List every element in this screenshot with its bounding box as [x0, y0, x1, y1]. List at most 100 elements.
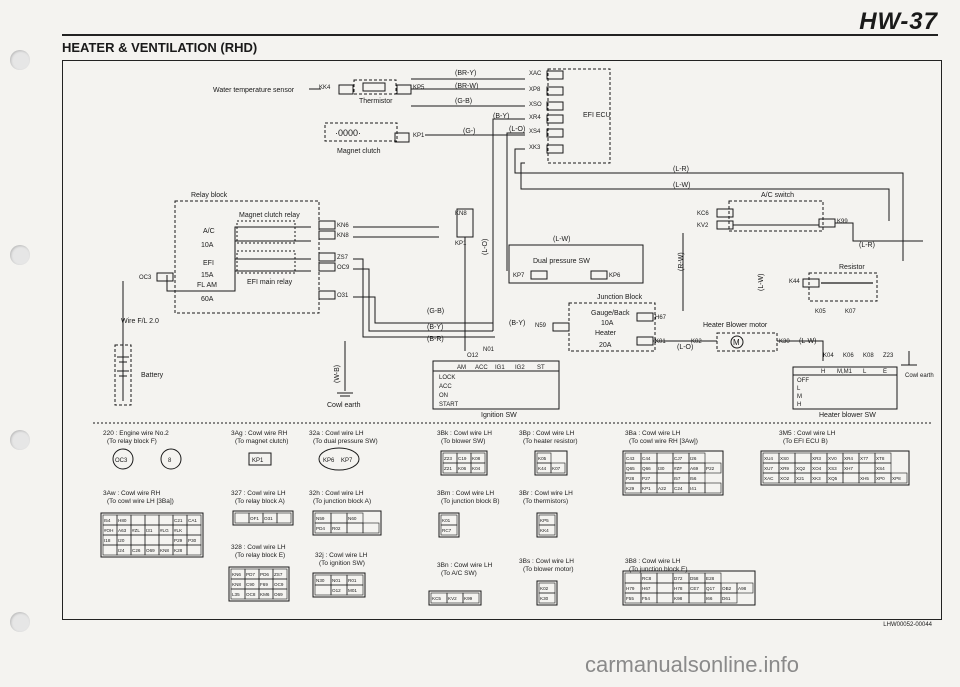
blower-row-l: L	[797, 386, 801, 392]
wire-br-w: (BR-W)	[455, 83, 478, 90]
connector-pin-label: XQ2	[796, 466, 806, 471]
connector-kp1-label: KP1	[252, 458, 264, 464]
connector-pin-label: KK4	[540, 528, 549, 533]
connector-c32h-frame	[312, 510, 382, 536]
connector-pin-label: F54	[642, 596, 650, 601]
connector-pin-label: KC5	[432, 596, 441, 601]
connector-pin-cell	[144, 514, 160, 526]
connector-pin-label: N30	[316, 578, 325, 583]
connector-pin-label: #OH	[104, 528, 113, 533]
pin-oc3: OC3	[139, 275, 152, 281]
connector-pin-label: OC9	[274, 582, 284, 587]
thermistor-box	[353, 79, 397, 95]
wire	[166, 226, 311, 292]
pin-k06: K06	[843, 353, 854, 359]
blower-col-e: E	[883, 369, 887, 375]
connector-pin-label: XAC	[764, 476, 774, 481]
connector-c3br-frame	[536, 512, 558, 538]
connector-pin-label: K28	[174, 548, 183, 553]
motor-symbol	[730, 335, 744, 349]
wire-g-b-2: (G-B)	[427, 308, 444, 315]
connector-pin-label: H79	[626, 586, 635, 591]
connector-pin-label: K06	[458, 466, 467, 471]
connector-c32j-frame	[312, 572, 366, 598]
label-ignition-sw: Ignition SW	[481, 412, 517, 419]
pin-xso: XSO	[529, 102, 542, 108]
connector-pin-label: OC8	[246, 592, 256, 597]
connector-pin-label: XV0	[828, 456, 837, 461]
ign-row-acc: ACC	[439, 384, 452, 390]
wire	[506, 132, 525, 271]
connector-pin-label: XU4	[764, 456, 773, 461]
connector-pin-label: KP1	[642, 486, 651, 491]
connector-pin-cell	[440, 524, 458, 536]
label-cowl-earth-2: Cowl earth	[905, 373, 934, 379]
connector-pin-label: R02	[332, 526, 341, 531]
connector-pin-label: #ZL	[132, 528, 140, 533]
label-junction-block: Junction Block	[597, 294, 643, 301]
connector-pin-label: XQ5	[828, 476, 838, 481]
connector-caption: 3Bm : Cowl wire LH	[437, 490, 494, 497]
wire-r-w: (R-W)	[678, 252, 685, 271]
connector-pin-label: H78	[674, 586, 683, 591]
connector-caption: 327 : Cowl wire LH	[231, 490, 286, 497]
blower-col-m: M,M1	[837, 369, 853, 375]
pin-k05: K05	[815, 309, 826, 315]
label-fl-am: FL AM	[197, 282, 217, 289]
connector-pin-label: M01	[348, 588, 357, 593]
page-code: HW-37	[859, 8, 938, 35]
connector-c3bp-frame	[534, 450, 568, 476]
connector-pin-label: A63	[118, 528, 127, 533]
connector-pin-label: K99	[464, 596, 473, 601]
ign-col-am: AM	[457, 365, 466, 371]
wire-g-b: (G-B)	[455, 98, 472, 105]
pin-kp1-b: KP1	[455, 241, 467, 247]
connector-pin-label: OF1	[250, 516, 259, 521]
connector-box	[818, 218, 836, 228]
connector-caption: 220 : Engine wire No.2	[103, 430, 169, 437]
connector-pin-label: Q17	[706, 586, 715, 591]
connector-c3bs-frame	[536, 580, 558, 606]
connector-box	[546, 70, 564, 80]
connector-pin-cell	[346, 522, 364, 534]
label-thermistor: Thermistor	[359, 98, 393, 105]
wire-br-y: (BR-Y)	[455, 70, 476, 77]
connector-pin-label: P30	[188, 538, 197, 543]
connector-pin-label: CA1	[188, 518, 197, 523]
connector-pin-cell	[656, 452, 674, 464]
connector-caption-sub: (To magnet clutch)	[235, 438, 288, 445]
ign-col-acc: ACC	[475, 365, 488, 371]
wire-l-o-3: (L-O)	[677, 344, 693, 351]
connector-pin-cell	[362, 522, 380, 534]
connector-8-label: 8	[168, 458, 172, 464]
pin-kp7: KP7	[513, 273, 525, 279]
connector-pin-label: Z21	[444, 466, 452, 471]
connector-pin-label: RC8	[642, 576, 652, 581]
pin-z23: Z23	[883, 353, 894, 359]
connector-pin-cell	[102, 544, 118, 556]
connector-pin-label: XR3	[812, 456, 821, 461]
connector-pin-label: XP8	[892, 476, 901, 481]
connector-pin-label: K30	[540, 596, 549, 601]
pin-n59: N59	[535, 323, 547, 329]
label-heater-blower-motor: Heater Blower motor	[703, 322, 768, 329]
connector-pin-label: I66	[706, 596, 713, 601]
blower-row-m: M	[797, 394, 802, 400]
wire	[514, 148, 904, 261]
connector-kp1-face	[248, 452, 272, 466]
magnet-clutch-box	[324, 122, 398, 142]
pin-oc9: OC9	[337, 265, 350, 271]
connector-pin-label: I56	[690, 476, 697, 481]
pin-xac: XAC	[529, 71, 542, 77]
connector-caption: 3Bk : Cowl wire LH	[437, 430, 492, 437]
connector-caption: 3Br : Cowl wire LH	[519, 490, 573, 497]
pin-kn8: KN8	[337, 233, 349, 239]
connector-pin-label: P28	[626, 476, 635, 481]
connector-c328-frame	[228, 566, 290, 602]
connector-pin-cell	[462, 592, 480, 604]
wire	[353, 258, 495, 338]
connector-pin-label: K07	[552, 466, 561, 471]
connector-box	[636, 336, 654, 346]
connector-box	[318, 262, 336, 272]
connector-pin-cell	[656, 572, 674, 584]
